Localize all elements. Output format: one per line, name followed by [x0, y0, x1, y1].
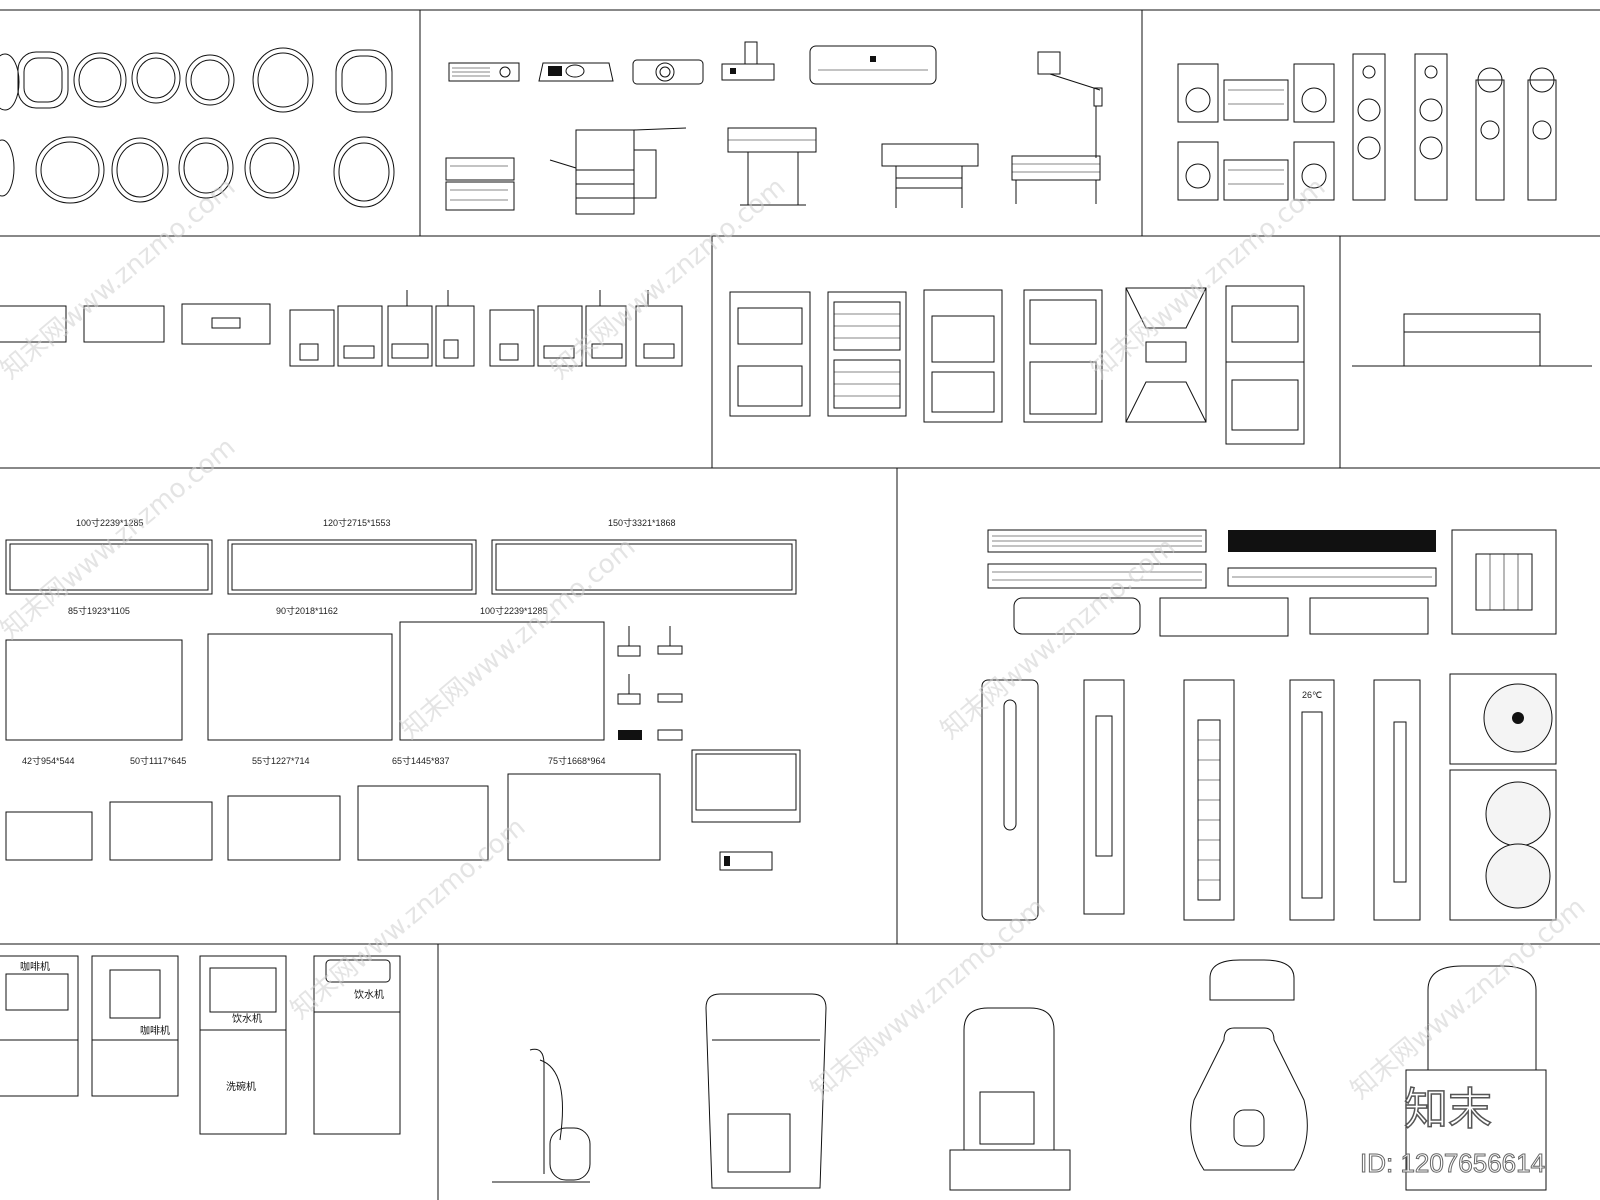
outdoor-equipment-group	[492, 959, 1547, 1191]
watermark-3: 知末网www.znzmo.com	[1085, 172, 1331, 385]
office-equipment-group	[445, 41, 1103, 215]
watermark-2: 知末网www.znzmo.com	[545, 172, 791, 385]
ac-temp-display: 26℃	[1302, 690, 1322, 700]
coffee-machine-label-1: 咖啡机	[20, 960, 50, 973]
screen-label-wide-3: 150寸3321*1868	[608, 517, 676, 528]
kitchen-appliance-group: 咖啡机 咖啡机 饮水机 洗碗机 饮水机	[0, 955, 401, 1135]
panel-grid	[0, 9, 1600, 1200]
tv-label-small-3: 55寸1227*714	[252, 755, 310, 766]
oven-mesh	[834, 313, 900, 397]
watermark-layer: 知末网www.znzmo.com 知末网www.znzmo.com 知末网www…	[0, 172, 1591, 1178]
tv-label-mid-2: 90寸2018*1162	[276, 605, 338, 616]
watermark-1: 知末网www.znzmo.com	[0, 172, 241, 385]
screen-label-wide-1: 100寸2239*1285	[76, 517, 144, 528]
water-dispenser-label-2: 饮水机	[354, 988, 384, 1001]
oven-group	[729, 285, 1305, 445]
dishwasher-label: 洗碗机	[226, 1080, 256, 1093]
tv-label-mid-3: 100寸2239*1285	[480, 605, 548, 616]
range-hood	[1352, 313, 1592, 367]
ac-grille	[1198, 739, 1220, 881]
brand-logo: 知末	[1404, 1084, 1492, 1135]
water-heater-group	[0, 290, 683, 367]
audio-group	[1177, 53, 1557, 201]
tv-label-small-5: 75寸1668*964	[548, 755, 606, 766]
air-conditioner-group: 26℃	[981, 529, 1557, 921]
drawing-id: ID: 1207656614	[1360, 1148, 1545, 1178]
tv-label-small-1: 42寸954*544	[22, 755, 75, 766]
toilet-seat-group	[0, 47, 395, 208]
screen-label-wide-2: 120寸2715*1553	[323, 517, 391, 528]
tv-label-mid-1: 85寸1923*1105	[68, 605, 130, 616]
watermark-8: 知末网www.znzmo.com	[805, 892, 1051, 1105]
tv-label-small-2: 50寸1117*645	[130, 755, 186, 766]
tv-label-small-4: 65寸1445*837	[392, 755, 450, 766]
water-dispenser-label-1: 饮水机	[232, 1012, 262, 1025]
screen-tv-group: 100寸2239*1285 120寸2715*1553 150寸3321*186…	[5, 517, 801, 871]
coffee-machine-label-2: 咖啡机	[140, 1024, 170, 1037]
watermark-7: 知末网www.znzmo.com	[285, 812, 531, 1025]
watermark-9: 知末网www.znzmo.com	[1345, 892, 1591, 1105]
